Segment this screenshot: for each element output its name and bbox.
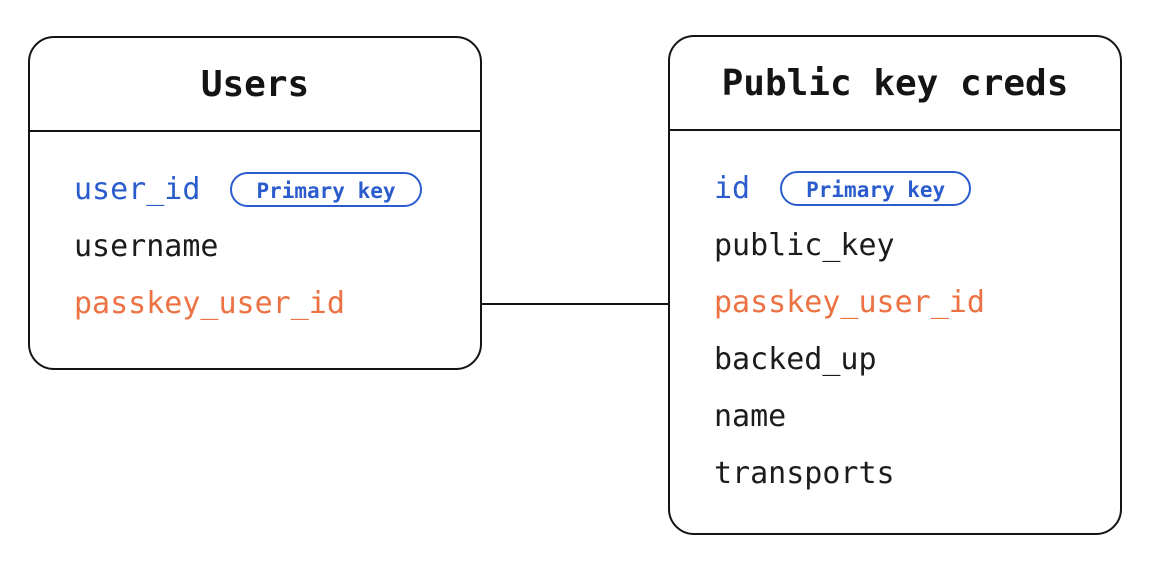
field-id: id Primary key [714, 160, 1104, 217]
table-public-key-creds-fields: id Primary key public_key passkey_user_i… [670, 131, 1120, 502]
field-name: username [74, 229, 219, 264]
field-name: name [714, 399, 787, 434]
table-users: Users user_id Primary key username passk… [28, 36, 482, 370]
field-username: username [74, 218, 464, 275]
field-backed-up: backed_up [714, 331, 1104, 388]
field-name: transports [714, 456, 895, 491]
table-users-title: Users [30, 38, 480, 132]
field-name: backed_up [714, 342, 877, 377]
field-name: passkey_user_id [74, 286, 345, 321]
field-passkey-user-id: passkey_user_id [74, 275, 464, 332]
primary-key-badge: Primary key [780, 171, 972, 206]
field-name-field: name [714, 388, 1104, 445]
field-public-key: public_key [714, 217, 1104, 274]
field-passkey-user-id: passkey_user_id [714, 274, 1104, 331]
field-user-id: user_id Primary key [74, 161, 464, 218]
table-public-key-creds-title: Public key creds [670, 37, 1120, 131]
table-public-key-creds: Public key creds id Primary key public_k… [668, 35, 1122, 535]
field-name: id [714, 171, 751, 206]
field-name: public_key [714, 228, 895, 263]
field-name: user_id [74, 172, 201, 207]
field-name: passkey_user_id [714, 285, 985, 320]
relationship-connector [480, 303, 670, 305]
table-users-fields: user_id Primary key username passkey_use… [30, 132, 480, 332]
field-transports: transports [714, 445, 1104, 502]
primary-key-badge: Primary key [230, 172, 422, 207]
